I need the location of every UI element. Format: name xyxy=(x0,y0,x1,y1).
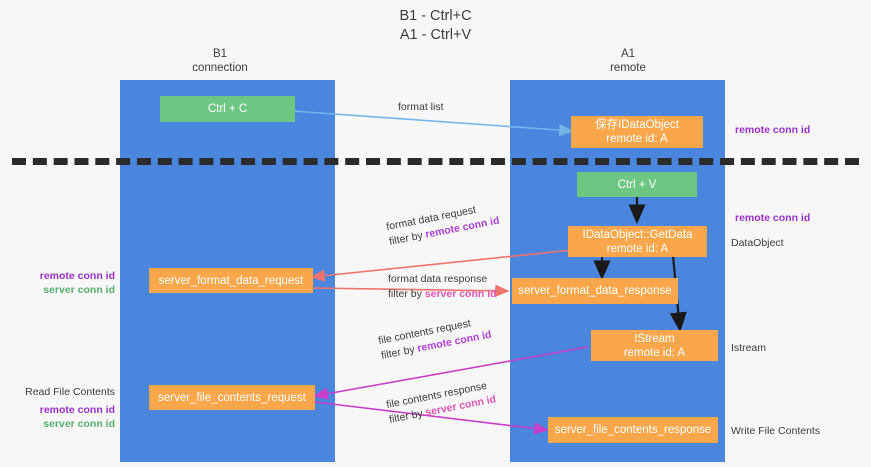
annotation-remote-conn-id: remote conn id xyxy=(39,404,115,416)
node-server-format-data-response[interactable]: server_format_data_response xyxy=(512,278,678,304)
highlight-server-conn-id: server conn id xyxy=(424,288,497,300)
column-header-b1: B1 connection xyxy=(192,48,248,74)
node-istream[interactable]: IStream remote id: A xyxy=(591,330,718,361)
edge-label-line2: filter by server conn id xyxy=(388,288,497,300)
column-header-a1: A1 remote xyxy=(610,48,646,74)
annotation-remote-conn-id: remote conn id xyxy=(39,270,115,282)
edge-label-format-data-response: format data response filter by server co… xyxy=(388,272,497,302)
phase-divider xyxy=(12,158,859,165)
node-idataobject-getdata[interactable]: IDataObject::GetData remote id: A xyxy=(568,226,707,257)
node-server-format-data-request[interactable]: server_format_data_request xyxy=(149,268,313,293)
annotation-remote-conn-id-mid: remote conn id xyxy=(735,212,811,224)
node-save-idataobject[interactable]: 保存IDataObject remote id: A xyxy=(571,116,703,148)
node-server-file-contents-request[interactable]: server_file_contents_request xyxy=(149,385,315,410)
annotation-remote-conn-id-top: remote conn id xyxy=(735,124,811,136)
edge-label-file-contents-response: file contents response filter by server … xyxy=(385,378,497,428)
annotation-server-conn-id: server conn id xyxy=(43,418,115,430)
edge-label-format-data-request: format data request filter by remote con… xyxy=(385,199,501,250)
annotation-istream: Istream xyxy=(731,342,767,354)
node-server-file-contents-response[interactable]: server_file_contents_response xyxy=(548,417,718,443)
annotation-format-conn-ids: remote conn id server conn id xyxy=(0,269,115,297)
annotation-write-file-contents: Write File Contents xyxy=(731,425,821,437)
edge-label-file-contents-request: file contents request filter by remote c… xyxy=(377,313,493,364)
annotation-server-conn-id: server conn id xyxy=(43,284,115,296)
edge-label-line1: format data response xyxy=(388,273,488,285)
annotation-read-file-contents: Read File Contents remote conn id server… xyxy=(0,385,115,431)
annotation-dataobject: DataObject xyxy=(731,237,784,249)
annotation-read-file-title: Read File Contents xyxy=(25,386,115,398)
page-title: B1 - Ctrl+C A1 - Ctrl+V xyxy=(399,8,472,43)
node-ctrl-v[interactable]: Ctrl + V xyxy=(577,172,697,197)
edge-label-format-list: format list xyxy=(398,101,444,113)
node-ctrl-c[interactable]: Ctrl + C xyxy=(160,96,295,122)
